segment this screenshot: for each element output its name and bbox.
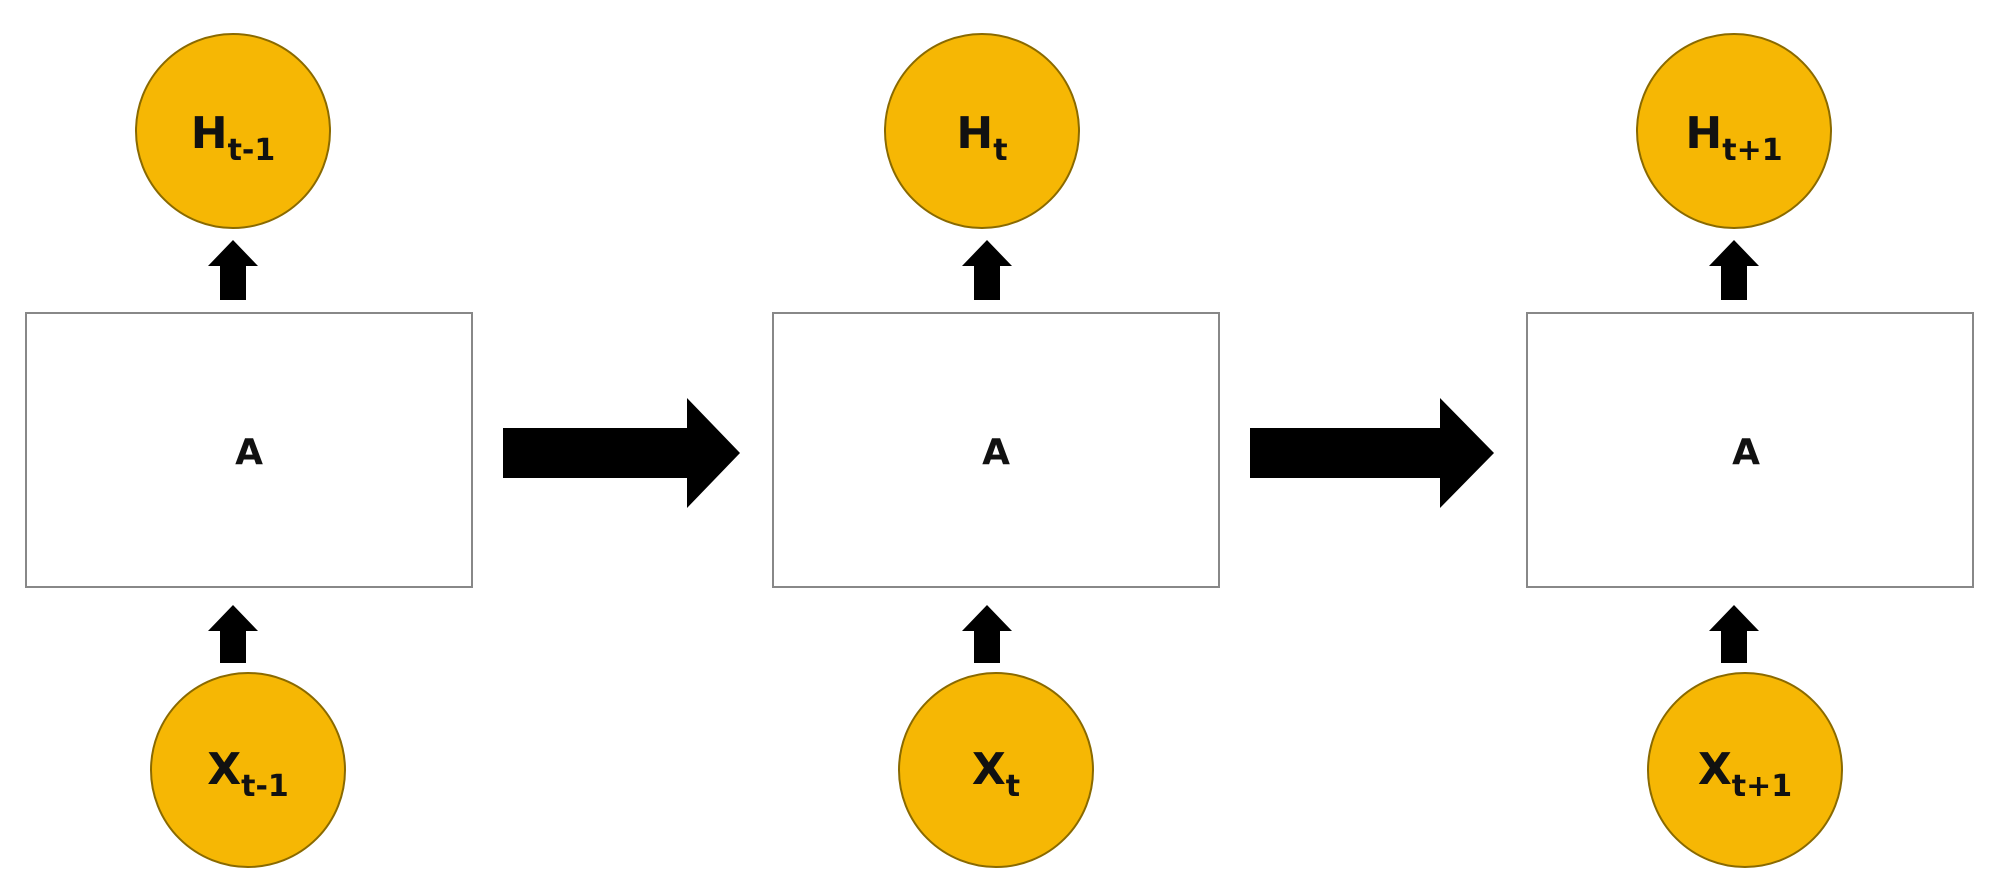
rnn-cell-box xyxy=(772,312,1220,588)
up-arrow-input xyxy=(1709,605,1759,663)
rnn-cell-t-plus-1: Ht+1 A Xt+1 xyxy=(1526,33,1974,868)
rnn-cell-box xyxy=(25,312,473,588)
hidden-state-node xyxy=(135,33,331,229)
rnn-cell-box xyxy=(1526,312,1974,588)
rnn-cell-t-minus-1: Ht-1 A Xt-1 xyxy=(25,33,473,868)
rnn-cell-label: A xyxy=(982,432,1010,473)
up-arrow-output xyxy=(208,240,258,300)
up-arrow-input xyxy=(962,605,1012,663)
input-node xyxy=(898,672,1094,868)
hidden-state-label: Ht-1 xyxy=(191,108,276,168)
rnn-cell-t: Ht A Xt xyxy=(772,33,1220,868)
input-label: Xt+1 xyxy=(1698,744,1792,804)
rnn-cell-label: A xyxy=(235,432,263,473)
up-arrow-output xyxy=(1709,240,1759,300)
hidden-state-node xyxy=(1636,33,1832,229)
input-node xyxy=(1647,672,1843,868)
input-node xyxy=(150,672,346,868)
recurrent-arrow-2 xyxy=(1250,398,1494,508)
up-arrow-output xyxy=(962,240,1012,300)
hidden-state-label: Ht+1 xyxy=(1685,108,1782,168)
hidden-state-node xyxy=(884,33,1080,229)
up-arrow-input xyxy=(208,605,258,663)
recurrent-arrow-1 xyxy=(503,398,740,508)
rnn-cell-label: A xyxy=(1732,432,1760,473)
input-label: Xt xyxy=(972,744,1020,804)
input-label: Xt-1 xyxy=(207,744,289,804)
hidden-state-label: Ht xyxy=(956,108,1007,168)
